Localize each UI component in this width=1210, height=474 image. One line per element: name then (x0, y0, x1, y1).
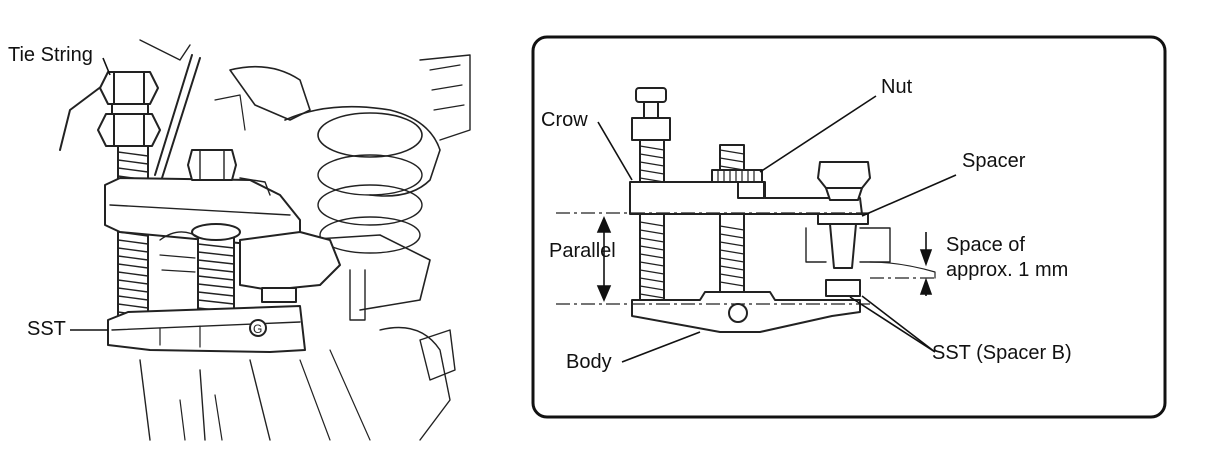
label-crow: Crow (541, 109, 588, 131)
label-parallel: Parallel (549, 240, 616, 262)
label-sst: SST (27, 318, 66, 340)
svg-text:G: G (253, 322, 262, 336)
label-body: Body (566, 351, 612, 373)
label-spacer: Spacer (962, 150, 1026, 172)
label-nut: Nut (881, 76, 913, 98)
label-tie-string: Tie String (8, 44, 93, 66)
label-space-line1: Space of (946, 234, 1025, 256)
label-sst-spacer-b: SST (Spacer B) (932, 342, 1072, 364)
left-illustration: G (59, 39, 471, 441)
label-space-line2: approx. 1 mm (946, 259, 1069, 281)
